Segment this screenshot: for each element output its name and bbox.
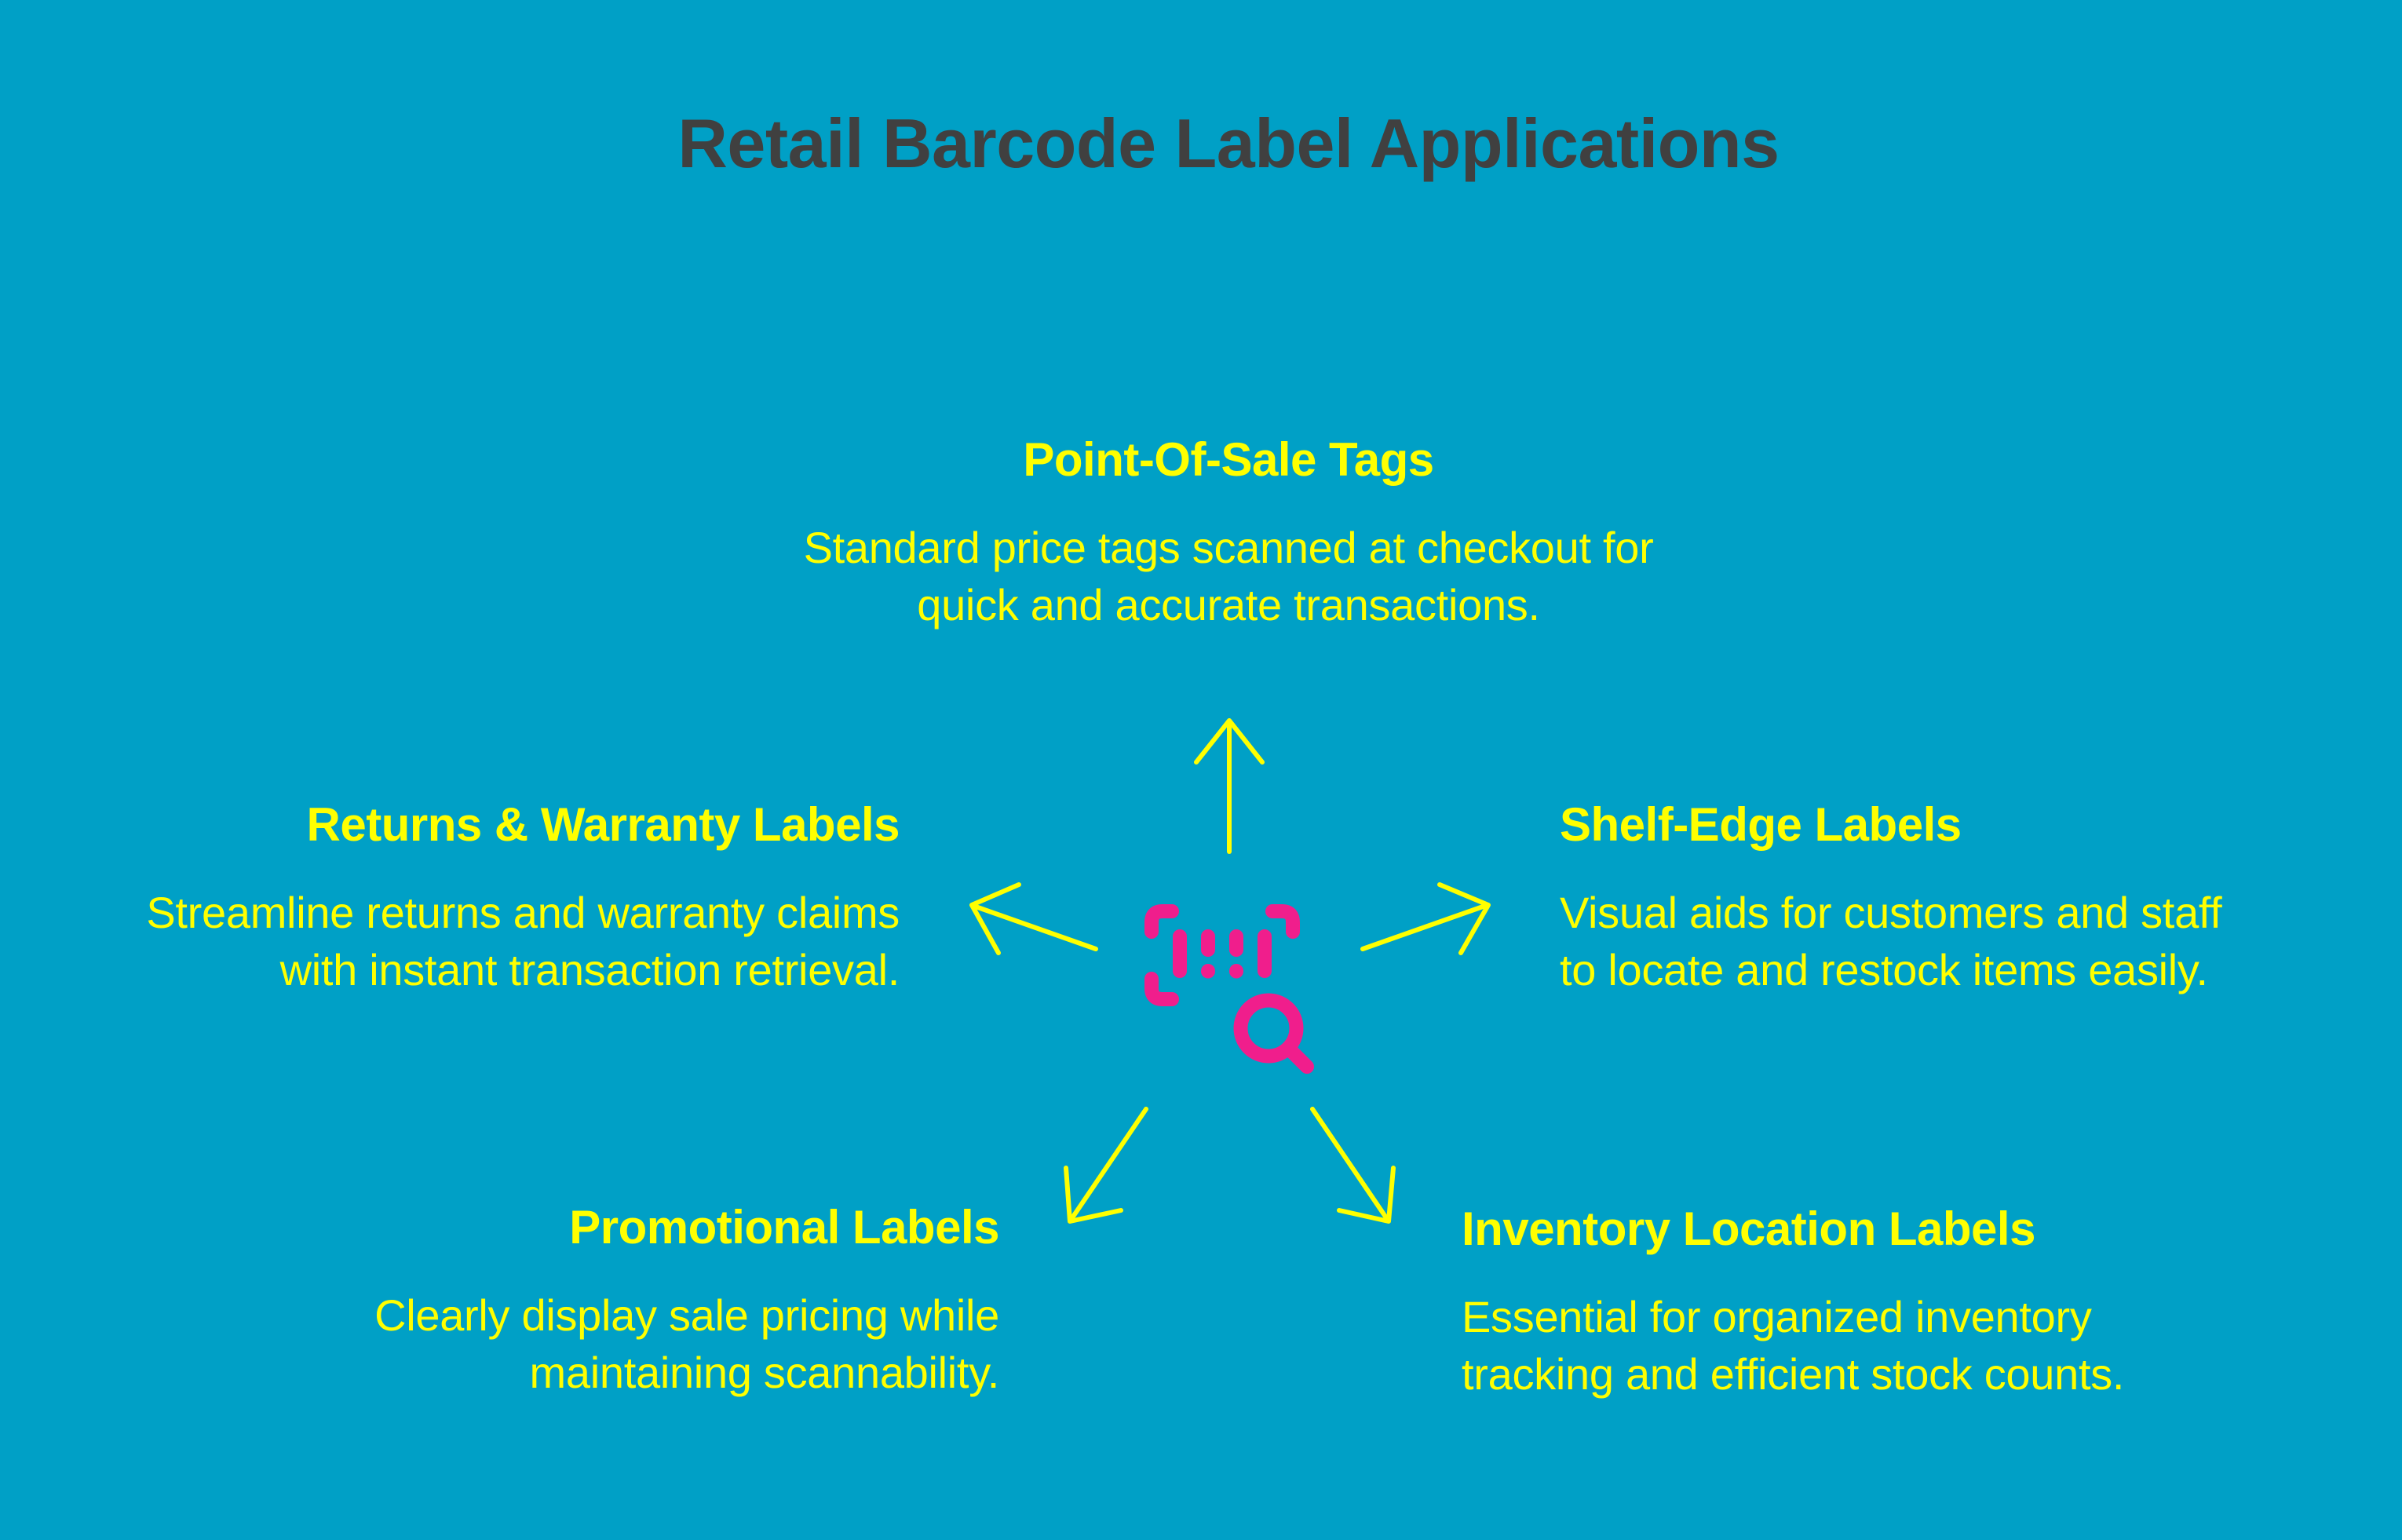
diagram-title: Retail Barcode Label Applications xyxy=(677,104,1780,182)
item-description-line: Visual aids for customers and staff xyxy=(1560,888,2222,937)
item-description-line: Streamline returns and warranty claims xyxy=(146,888,900,937)
item-description: Standard price tags scanned at checkout … xyxy=(706,519,1750,633)
item-promotional-labels: Promotional Labels Clearly display sale … xyxy=(157,1199,999,1401)
arrow-right-icon xyxy=(1360,882,1491,955)
item-description-line: tracking and efficient stock counts. xyxy=(1462,1349,2125,1399)
magnifier-icon xyxy=(1233,993,1314,1074)
barcode-scan-search-icon xyxy=(1144,904,1314,1074)
item-shelf-edge-labels: Shelf-Edge Labels Visual aids for custom… xyxy=(1560,797,2376,998)
item-description: Streamline returns and warranty claims w… xyxy=(31,884,900,998)
item-description-line: with instant transaction retrieval. xyxy=(279,945,900,994)
item-description: Clearly display sale pricing while maint… xyxy=(157,1286,999,1401)
arrow-up-icon xyxy=(1194,718,1265,854)
item-heading: Inventory Location Labels xyxy=(1462,1202,2035,1255)
barcode-bars-icon xyxy=(1173,929,1272,979)
item-description-line: maintaining scannability. xyxy=(529,1348,1000,1397)
arrow-down-right-icon xyxy=(1310,1107,1396,1224)
item-heading: Returns & Warranty Labels xyxy=(306,798,900,851)
item-description-line: quick and accurate transactions. xyxy=(917,580,1540,630)
item-returns-warranty-labels: Returns & Warranty Labels Streamline ret… xyxy=(31,797,900,998)
item-description: Essential for organized inventory tracki… xyxy=(1462,1288,2364,1403)
arrow-left-icon xyxy=(969,882,1098,955)
arrow-down-left-icon xyxy=(1064,1107,1148,1224)
item-description-line: Standard price tags scanned at checkout … xyxy=(803,523,1654,572)
item-description-line: Clearly display sale pricing while xyxy=(374,1290,999,1340)
item-heading: Promotional Labels xyxy=(569,1201,999,1254)
item-heading: Shelf-Edge Labels xyxy=(1560,798,1962,851)
item-description-line: to locate and restock items easily. xyxy=(1560,945,2208,994)
item-point-of-sale-tags: Point-Of-Sale Tags Standard price tags s… xyxy=(706,432,1750,633)
item-inventory-location-labels: Inventory Location Labels Essential for … xyxy=(1462,1201,2364,1403)
item-description-line: Essential for organized inventory xyxy=(1462,1292,2092,1341)
item-description: Visual aids for customers and staff to l… xyxy=(1560,884,2376,998)
item-heading: Point-Of-Sale Tags xyxy=(1023,433,1434,486)
scan-frame-icon xyxy=(1144,904,1300,1006)
